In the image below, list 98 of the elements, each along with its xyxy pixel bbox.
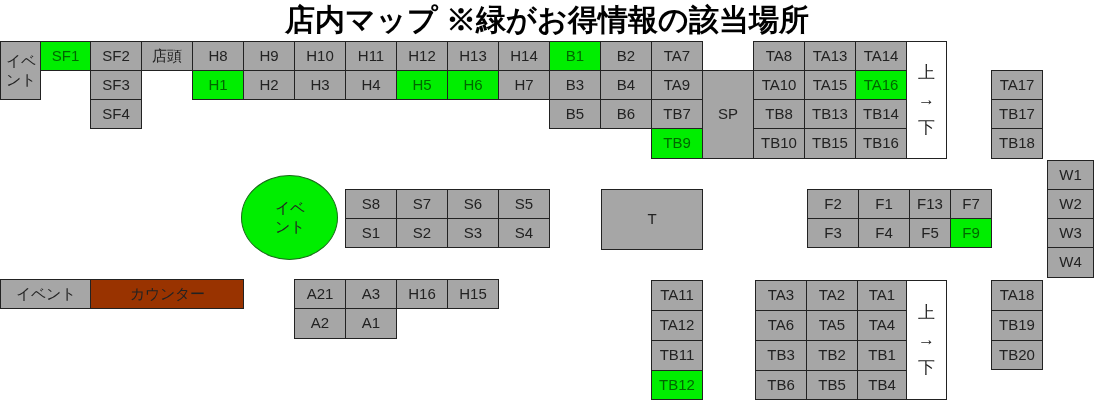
map-area: TB14 bbox=[855, 99, 907, 129]
map-area: TB19 bbox=[991, 310, 1043, 341]
map-area: S3 bbox=[447, 218, 499, 248]
map-area: TA10 bbox=[753, 70, 805, 100]
map-area: A3 bbox=[345, 279, 397, 309]
map-area: TA13 bbox=[804, 41, 856, 71]
map-area: TA9 bbox=[651, 70, 703, 100]
map-area: TA1 bbox=[857, 280, 907, 311]
map-area: TA3 bbox=[755, 280, 807, 311]
map-area: TB5 bbox=[806, 370, 858, 400]
highlighted-area: H5 bbox=[396, 70, 448, 100]
map-title: 店内マップ ※緑がお得情報の該当場所 bbox=[283, 2, 811, 38]
map-area: S5 bbox=[498, 189, 550, 219]
map-area: F1 bbox=[858, 189, 910, 219]
map-area: SF3 bbox=[90, 70, 142, 100]
map-area: B6 bbox=[600, 99, 652, 129]
map-area: F3 bbox=[807, 218, 859, 248]
map-area: TA14 bbox=[855, 41, 907, 71]
counter-area: カウンター bbox=[90, 279, 244, 309]
map-area: TB7 bbox=[651, 99, 703, 129]
map-area: TB3 bbox=[755, 340, 807, 371]
direction-note: 上→下 bbox=[906, 41, 947, 159]
map-area: TB20 bbox=[991, 340, 1043, 370]
map-area: TB15 bbox=[804, 128, 856, 159]
map-area: H3 bbox=[294, 70, 346, 100]
map-area: H14 bbox=[498, 41, 550, 71]
map-area: S6 bbox=[447, 189, 499, 219]
map-area: W1 bbox=[1047, 160, 1094, 190]
map-area: F5 bbox=[909, 218, 951, 248]
map-area: TA15 bbox=[804, 70, 856, 100]
map-area: S2 bbox=[396, 218, 448, 248]
map-area: H16 bbox=[396, 279, 448, 309]
map-area: イベント bbox=[0, 41, 41, 100]
map-area: TA11 bbox=[651, 280, 703, 311]
map-area: A1 bbox=[345, 308, 397, 339]
map-area: W2 bbox=[1047, 189, 1094, 219]
map-area: TB6 bbox=[755, 370, 807, 400]
map-area: H12 bbox=[396, 41, 448, 71]
map-area: A2 bbox=[294, 308, 346, 339]
map-area: S8 bbox=[345, 189, 397, 219]
map-area: B3 bbox=[549, 70, 601, 100]
map-area: SF2 bbox=[90, 41, 142, 71]
map-area: TB8 bbox=[753, 99, 805, 129]
highlighted-area: F9 bbox=[950, 218, 992, 248]
map-area: H9 bbox=[243, 41, 295, 71]
map-area: B5 bbox=[549, 99, 601, 129]
map-area: F13 bbox=[909, 189, 951, 219]
map-area: TA18 bbox=[991, 280, 1043, 311]
map-area: F2 bbox=[807, 189, 859, 219]
map-area: S7 bbox=[396, 189, 448, 219]
highlighted-area: TB9 bbox=[651, 128, 703, 159]
map-area: B4 bbox=[600, 70, 652, 100]
map-area: F7 bbox=[950, 189, 992, 219]
highlighted-area: SF1 bbox=[40, 41, 91, 71]
map-area: H7 bbox=[498, 70, 550, 100]
map-area: TA17 bbox=[991, 70, 1043, 100]
map-area: TB4 bbox=[857, 370, 907, 400]
map-area: F4 bbox=[858, 218, 910, 248]
map-area: イベント bbox=[0, 279, 91, 309]
map-area: SF4 bbox=[90, 99, 142, 129]
map-area: TB13 bbox=[804, 99, 856, 129]
map-area: TA8 bbox=[753, 41, 805, 71]
map-area: H15 bbox=[447, 279, 499, 309]
highlighted-area: TB12 bbox=[651, 370, 703, 400]
map-area: TA2 bbox=[806, 280, 858, 311]
map-area: H10 bbox=[294, 41, 346, 71]
map-area: TB17 bbox=[991, 99, 1043, 129]
event-circle: イベント bbox=[241, 175, 338, 260]
map-area: TA5 bbox=[806, 310, 858, 341]
map-area: TA7 bbox=[651, 41, 703, 71]
highlighted-area: B1 bbox=[549, 41, 601, 71]
map-area: H11 bbox=[345, 41, 397, 71]
map-area: B2 bbox=[600, 41, 652, 71]
highlighted-area: H1 bbox=[192, 70, 244, 100]
map-area: A21 bbox=[294, 279, 346, 309]
map-area: 店頭 bbox=[141, 41, 193, 71]
map-area: H4 bbox=[345, 70, 397, 100]
map-area: S4 bbox=[498, 218, 550, 248]
map-area: TB1 bbox=[857, 340, 907, 371]
map-area: W3 bbox=[1047, 218, 1094, 248]
map-area: H13 bbox=[447, 41, 499, 71]
highlighted-area: TA16 bbox=[855, 70, 907, 100]
map-area: H8 bbox=[192, 41, 244, 71]
map-area: TA12 bbox=[651, 310, 703, 341]
map-area: TB16 bbox=[855, 128, 907, 159]
map-area: T bbox=[601, 189, 703, 250]
map-area: TB2 bbox=[806, 340, 858, 371]
map-area: TA6 bbox=[755, 310, 807, 341]
map-area: TB10 bbox=[753, 128, 805, 159]
map-area: H2 bbox=[243, 70, 295, 100]
map-area: TA4 bbox=[857, 310, 907, 341]
direction-note: 上→下 bbox=[906, 280, 947, 400]
highlighted-area: H6 bbox=[447, 70, 499, 100]
map-area: TB11 bbox=[651, 340, 703, 371]
map-area: S1 bbox=[345, 218, 397, 248]
map-area: TB18 bbox=[991, 128, 1043, 159]
map-area: SP bbox=[702, 70, 754, 159]
map-area: W4 bbox=[1047, 247, 1094, 278]
